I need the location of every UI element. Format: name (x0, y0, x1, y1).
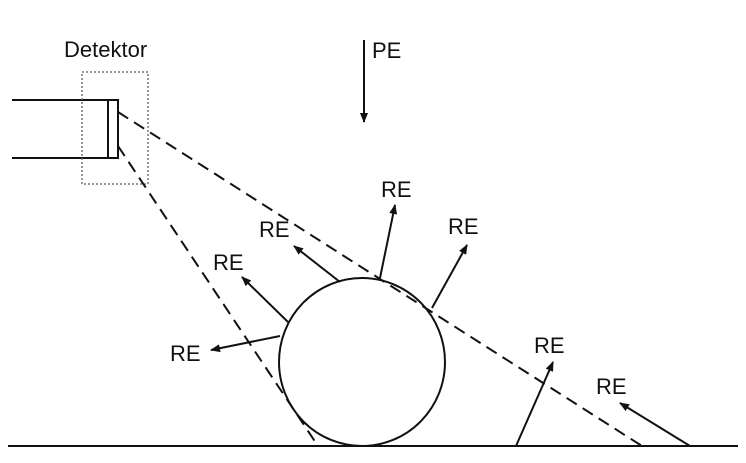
re-label-7: RE (596, 374, 627, 399)
re-arrow-7 (619, 402, 691, 447)
detector-window (107, 99, 119, 159)
re-label-3: RE (259, 217, 290, 242)
detector-frame (81, 71, 149, 185)
re-label-1: RE (170, 341, 201, 366)
sample-sphere (278, 277, 446, 447)
re-arrow-6 (515, 361, 554, 447)
re-label-5: RE (448, 214, 479, 239)
re-label-6: RE (534, 333, 565, 358)
re-arrow-4 (379, 204, 398, 279)
detector (12, 71, 149, 185)
re-arrow-1 (210, 335, 281, 353)
detector-label: Detektor (64, 37, 147, 62)
re-label-2: RE (213, 250, 244, 275)
acceptance-lower-line (117, 145, 319, 447)
re-arrow-3 (293, 245, 341, 283)
re-arrow-2 (241, 276, 289, 323)
primary-electron-label: PE (372, 38, 401, 63)
acceptance-upper-line (117, 111, 643, 447)
re-label-4: RE (381, 177, 412, 202)
re-arrow-5 (431, 244, 468, 309)
